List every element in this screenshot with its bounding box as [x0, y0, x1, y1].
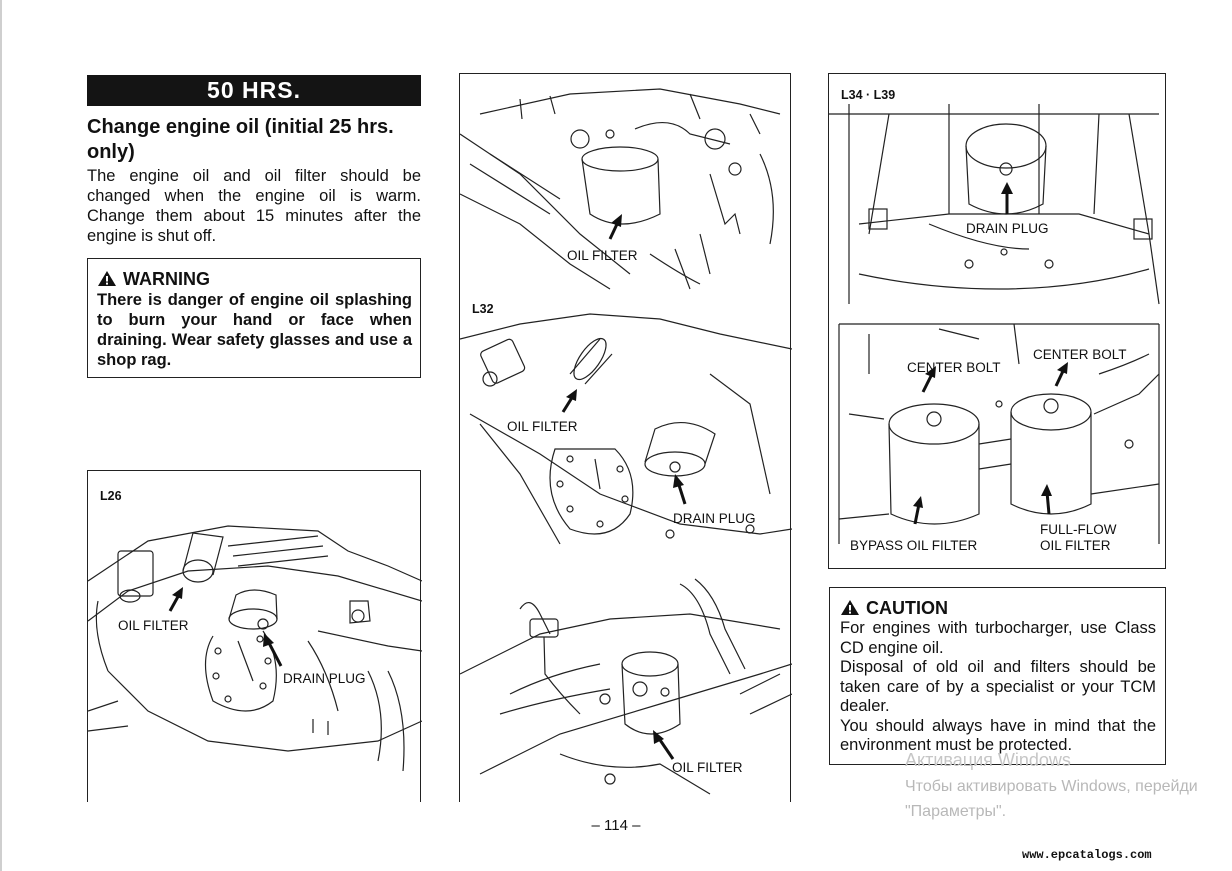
- figure-tag-l32: L32: [472, 302, 494, 316]
- figure-panel-l26: L26 OIL FILTER DRAIN PLUG: [87, 470, 422, 802]
- warning-triangle-icon: [98, 271, 116, 286]
- figure-panel-l34: L34 · L39 DRAIN PLUG CENTER BOLT CENTER …: [828, 73, 1166, 569]
- section-banner: 50 HRS.: [87, 75, 421, 106]
- caution-title: CAUTION: [866, 598, 948, 618]
- label-drain-plug-l26: DRAIN PLUG: [283, 671, 366, 686]
- arrows-l26: [168, 587, 283, 667]
- windows-activation-line-1: Чтобы активировать Windows, перейди: [905, 778, 1198, 795]
- label-oil-filter-bottom: OIL FILTER: [672, 760, 743, 775]
- label-drain-plug-l32: DRAIN PLUG: [673, 511, 756, 526]
- warning-box: WARNING There is danger of engine oil sp…: [87, 258, 421, 378]
- warning-title: WARNING: [123, 269, 210, 289]
- label-oil-filter-l26: OIL FILTER: [118, 618, 189, 633]
- engine-drawing-l34: [829, 104, 1160, 544]
- caution-title-row: CAUTION: [840, 598, 1156, 619]
- label-oil-filter-top: OIL FILTER: [567, 248, 638, 263]
- figure-tag-l34: L34 · L39: [841, 88, 896, 102]
- caution-triangle-icon: [841, 600, 859, 615]
- arrows-l34: [913, 182, 1068, 525]
- label-center-bolt-right: CENTER BOLT: [1033, 347, 1127, 362]
- engine-drawing-l26: [88, 525, 422, 772]
- label-drain-plug-l34: DRAIN PLUG: [966, 221, 1049, 236]
- windows-activation-title: Активация Windows: [905, 750, 1071, 770]
- label-center-bolt-left: CENTER BOLT: [907, 360, 1001, 375]
- warning-title-row: WARNING: [97, 268, 412, 290]
- windows-activation-line-2: "Параметры".: [905, 803, 1007, 820]
- label-full-flow-oil-filter: OIL FILTER: [1040, 538, 1111, 553]
- figure-panel-middle: OIL FILTER L32 OIL FILTER DRAIN PLUG OIL…: [459, 73, 792, 802]
- page-number: – 114 –: [591, 817, 641, 834]
- arrows-middle: [561, 214, 687, 760]
- warning-text: There is danger of engine oil splashing …: [97, 291, 412, 369]
- caution-line-2: Disposal of old oil and filters should b…: [840, 658, 1156, 715]
- site-url: www.epcatalogs.com: [1022, 848, 1152, 862]
- label-full-flow: FULL-FLOW: [1040, 522, 1117, 537]
- section-heading: Change engine oil (initial 25 hrs. only): [87, 116, 394, 163]
- caution-line-1: For engines with turbocharger, use Class…: [840, 619, 1156, 657]
- caution-line-3: You should always have in mind that the …: [840, 716, 1156, 755]
- label-oil-filter-l32: OIL FILTER: [507, 419, 578, 434]
- page-edge: [0, 0, 2, 871]
- engine-drawing-middle: [460, 88, 792, 795]
- figure-tag-l26: L26: [100, 489, 122, 503]
- section-body: The engine oil and oil filter should be …: [87, 167, 421, 245]
- caution-box: CAUTION For engines with turbocharger, u…: [829, 587, 1166, 765]
- label-bypass-oil-filter: BYPASS OIL FILTER: [850, 538, 978, 553]
